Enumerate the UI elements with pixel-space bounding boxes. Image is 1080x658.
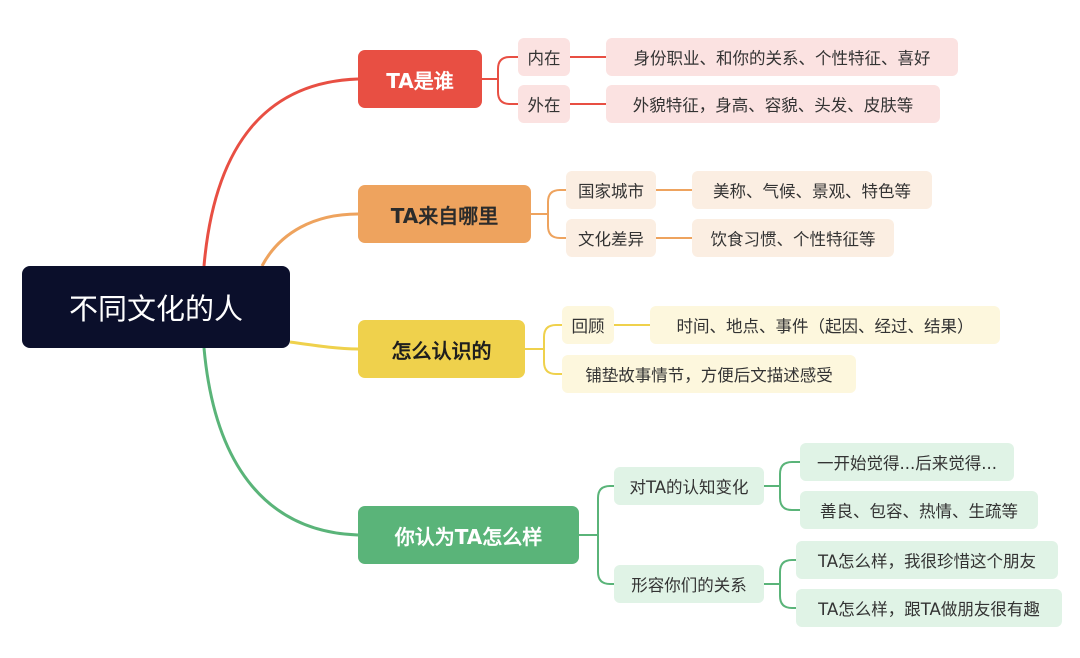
topic-foreshadow[interactable]: 铺垫故事情节，方便后文描述感受 (562, 355, 856, 393)
branch-meet[interactable]: 怎么认识的 (358, 320, 525, 378)
connector-root-from (260, 212, 359, 267)
topic-outer[interactable]: 外在 (518, 85, 570, 123)
root-node[interactable]: 不同文化的人 (22, 266, 290, 348)
detail-traits[interactable]: 善良、包容、热情、生疏等 (800, 491, 1038, 529)
connector-root-opinion (202, 347, 359, 537)
topic-review[interactable]: 回顾 (562, 306, 614, 344)
detail-first-then[interactable]: 一开始觉得...后来觉得... (800, 443, 1014, 481)
topic-culture-diff[interactable]: 文化差异 (566, 219, 656, 257)
topic-inner[interactable]: 内在 (518, 38, 570, 76)
detail-inner[interactable]: 身份职业、和你的关系、个性特征、喜好 (606, 38, 958, 76)
topic-perception-change[interactable]: 对TA的认知变化 (614, 467, 764, 505)
branch-who[interactable]: TA是谁 (358, 50, 482, 108)
detail-outer[interactable]: 外貌特征，身高、容貌、头发、皮肤等 (606, 85, 940, 123)
detail-country-city[interactable]: 美称、气候、景观、特色等 (692, 171, 932, 209)
branch-from[interactable]: TA来自哪里 (358, 185, 531, 243)
topic-relationship[interactable]: 形容你们的关系 (614, 565, 764, 603)
branch-opinion[interactable]: 你认为TA怎么样 (358, 506, 579, 564)
topic-country-city[interactable]: 国家城市 (566, 171, 656, 209)
detail-cherish-friend[interactable]: TA怎么样，我很珍惜这个朋友 (796, 541, 1058, 579)
detail-culture-diff[interactable]: 饮食习惯、个性特征等 (692, 219, 894, 257)
connector-root-meet (289, 340, 359, 351)
detail-fun-friend[interactable]: TA怎么样，跟TA做朋友很有趣 (796, 589, 1062, 627)
detail-review[interactable]: 时间、地点、事件（起因、经过、结果） (650, 306, 1000, 344)
connector-root-who (202, 77, 359, 267)
